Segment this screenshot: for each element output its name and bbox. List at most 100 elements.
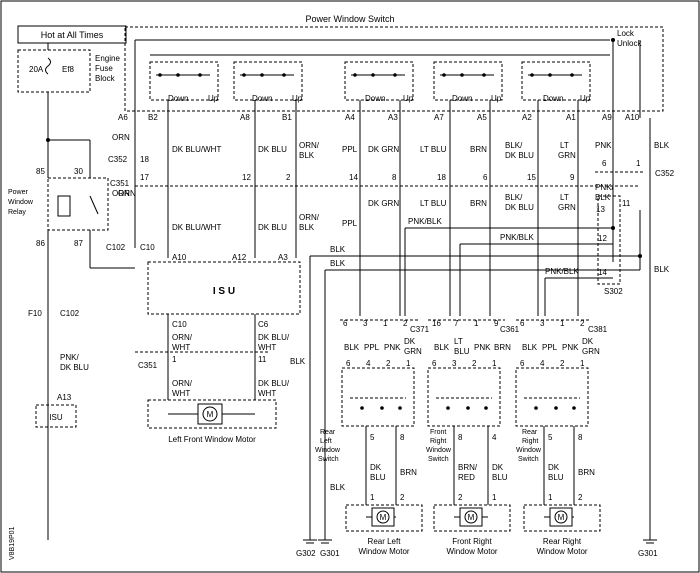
wire-color: DK GRN: [368, 199, 399, 208]
wire-color: DK BLU/WHT: [172, 145, 221, 154]
relay-pin: 85: [36, 167, 45, 176]
wire-color: BLK: [654, 141, 670, 150]
switch-name: Switch: [518, 456, 539, 463]
motor-label: Window Motor: [358, 547, 409, 556]
ground-label: G302: [296, 549, 316, 558]
connector-pin: 2: [403, 319, 408, 328]
relay-label: Window: [8, 199, 34, 206]
ground-label: G301: [320, 549, 340, 558]
wire-color: ORN: [112, 133, 130, 142]
switch-name: Right: [522, 438, 538, 445]
switch-pin: A5: [477, 113, 487, 122]
connector-c352: C352: [108, 155, 128, 164]
motor-icon: [371, 507, 395, 527]
motor-m-glyph: M: [207, 410, 214, 419]
connector-pin: 5: [370, 433, 375, 442]
connector-pin: 1: [474, 319, 479, 328]
connector-pin: 8: [392, 173, 397, 182]
isu-pin: A12: [232, 253, 247, 262]
switch-group-rear-right: Down Up: [521, 61, 591, 103]
wire-color: GRN: [558, 203, 576, 212]
connector-f10: F10: [28, 309, 42, 318]
wire-color: PPL: [364, 343, 380, 352]
connector-pin: 12: [598, 234, 607, 243]
wire-color: LT: [560, 141, 569, 150]
wire-color: ORN/: [299, 213, 320, 222]
switch-name: Window: [426, 447, 452, 454]
power-window-switch-title: Power Window Switch: [305, 14, 394, 24]
motor-label: Rear Left: [368, 537, 402, 546]
connector-c381: C381: [588, 325, 608, 334]
wire-color: PNK/BLK: [408, 217, 442, 226]
switch-group-left-front-2: Down Up: [233, 61, 303, 103]
switch-group-front-right: Down Up: [433, 61, 503, 103]
wire-color: DK BLU: [505, 151, 534, 160]
power-window-relay: [47, 177, 109, 231]
connector-c361: C361: [500, 325, 520, 334]
wire-color: GRN: [582, 347, 600, 356]
relay-label: Power: [8, 189, 29, 196]
wire-color: BRN: [494, 343, 511, 352]
switch-wires: [134, 100, 651, 540]
wire-color: LT: [560, 193, 569, 202]
connector-pin: 1: [492, 359, 497, 368]
switch-group-rear-left: Down Up: [344, 61, 414, 103]
wire-color: BRN: [578, 468, 595, 477]
connector-pin: 1: [560, 319, 565, 328]
relay-label: Relay: [8, 209, 26, 216]
wire-color: BLK: [434, 343, 450, 352]
wire-color: BRN: [470, 199, 487, 208]
wire-color: DK GRN: [368, 145, 399, 154]
wire-color: PNK/BLK: [500, 233, 534, 242]
connector-pin: 8: [578, 433, 583, 442]
connector-pin: 1: [383, 319, 388, 328]
wire-color: PPL: [542, 343, 558, 352]
switch-name: Rear: [522, 429, 538, 436]
isu-label: I S U: [213, 286, 235, 297]
wire-color: DK BLU/WHT: [172, 223, 221, 232]
switch-pin: A9: [602, 113, 612, 122]
connector-pin: 14: [598, 268, 607, 277]
switch-pin: A1: [566, 113, 576, 122]
connector-pin: 8: [400, 433, 405, 442]
power-window-switch-box: [124, 26, 664, 112]
wire-color: ORN/: [172, 379, 193, 388]
wire-color: BLU: [454, 347, 470, 356]
wire-color: BLK: [654, 265, 670, 274]
connector-pin: 9: [570, 173, 575, 182]
motor-icon: [549, 507, 573, 527]
fuse-amp: 20A: [29, 65, 44, 74]
switch-down-label: Down: [452, 94, 472, 103]
wire-color: BLK/: [505, 193, 523, 202]
connector-pin: 11: [622, 199, 631, 208]
wire-color: PNK: [474, 343, 491, 352]
wire-color: PNK: [562, 343, 579, 352]
connector-c351: C351: [138, 361, 158, 370]
connector-pin: 1: [548, 493, 553, 502]
connector-pin: 1: [370, 493, 375, 502]
switch-name: Window: [516, 447, 542, 454]
connector-pin: 13: [596, 205, 605, 214]
switch-name: Right: [430, 438, 446, 445]
isu-pin: C6: [258, 320, 269, 329]
ground-label: G301: [638, 549, 658, 558]
fuse-icon: [45, 57, 51, 75]
switch-pin: B2: [148, 113, 158, 122]
switch-name: Switch: [428, 456, 449, 463]
motor-m-glyph: M: [380, 513, 387, 522]
connector-pin: 9: [494, 319, 499, 328]
connector-pin: 16: [432, 319, 441, 328]
connector-c102: C102: [106, 243, 126, 252]
connector-pin: 6: [602, 159, 607, 168]
switch-down-label: Down: [168, 94, 188, 103]
connector-pin: 5: [548, 433, 553, 442]
wire-color: BRN: [400, 468, 417, 477]
wire-color: BRN/: [458, 463, 478, 472]
connector-c102: C102: [60, 309, 80, 318]
connector-c10: C10: [140, 243, 155, 252]
left-front-motor-label: Left Front Window Motor: [168, 435, 256, 444]
wire-color: PNK: [595, 141, 612, 150]
connector-pin: 14: [349, 173, 358, 182]
